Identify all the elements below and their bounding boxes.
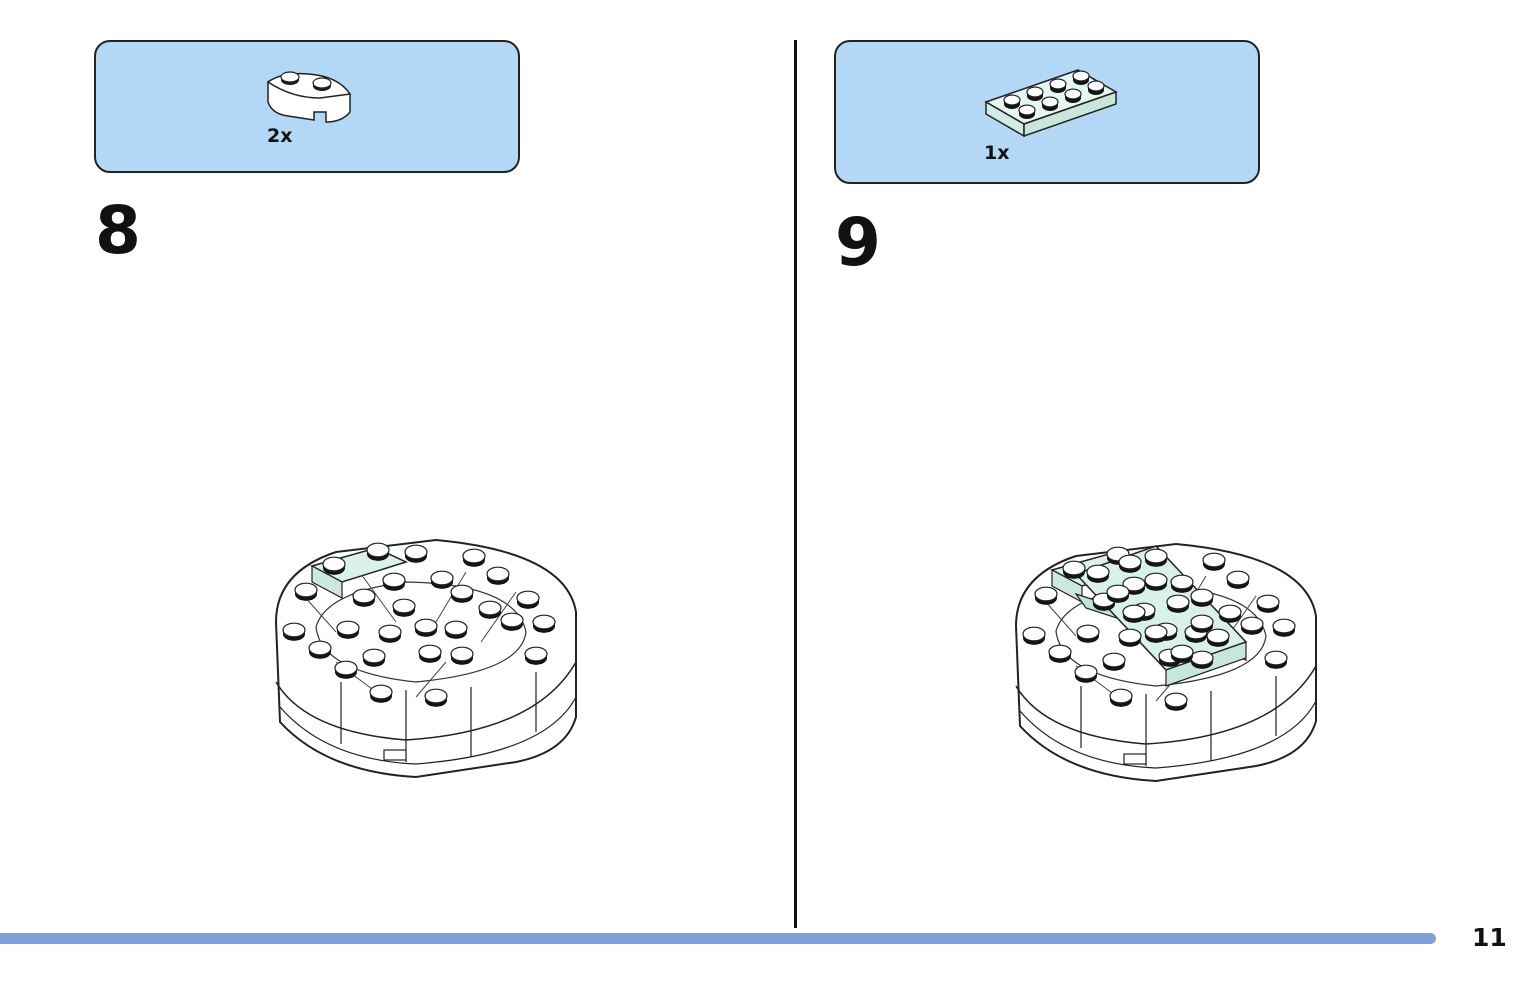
stud xyxy=(1034,586,1058,605)
stud xyxy=(1272,618,1296,637)
stud xyxy=(1226,570,1250,589)
stud xyxy=(1064,88,1082,103)
stud xyxy=(1048,644,1072,663)
stud xyxy=(1049,78,1067,93)
stud xyxy=(1190,588,1214,607)
stud xyxy=(1102,652,1126,671)
step-8-build-illustration xyxy=(274,538,577,779)
stud xyxy=(486,566,510,585)
stud xyxy=(450,646,474,665)
step-number-8: 8 xyxy=(95,192,141,269)
stud xyxy=(366,542,390,561)
stud xyxy=(404,544,428,563)
stud xyxy=(1190,650,1214,669)
stud xyxy=(1041,96,1059,111)
step-9-build-illustration xyxy=(1014,542,1317,783)
stud xyxy=(500,612,524,631)
stud xyxy=(334,660,358,679)
step-number-9: 9 xyxy=(835,204,881,281)
stud xyxy=(524,646,548,665)
stud xyxy=(392,598,416,617)
stud xyxy=(1003,94,1021,109)
stud xyxy=(308,640,332,659)
stud xyxy=(1144,572,1168,591)
stud xyxy=(516,590,540,609)
stud xyxy=(1170,644,1194,663)
stud xyxy=(1170,574,1194,593)
stud xyxy=(1164,692,1188,711)
stud xyxy=(362,648,386,667)
stud xyxy=(352,588,376,607)
page-divider xyxy=(794,40,797,928)
stud xyxy=(1144,548,1168,567)
progress-bar xyxy=(0,933,1436,944)
stud xyxy=(430,570,454,589)
stud xyxy=(1166,594,1190,613)
stud xyxy=(1076,624,1100,643)
stud xyxy=(1202,552,1226,571)
stud xyxy=(1264,650,1288,669)
stud xyxy=(1087,80,1105,95)
stud xyxy=(414,618,438,637)
stud xyxy=(1109,688,1133,707)
parts-callout-step-9: 1x xyxy=(834,40,1260,184)
stud xyxy=(1106,584,1130,603)
stud xyxy=(424,688,448,707)
part-quantity-label: 1x xyxy=(984,142,1010,164)
stud xyxy=(294,582,318,601)
stud xyxy=(1074,664,1098,683)
stud xyxy=(378,624,402,643)
stud xyxy=(1086,564,1110,583)
parts-callout-step-8: 2x xyxy=(94,40,520,173)
stud xyxy=(1218,604,1242,623)
stud xyxy=(462,548,486,567)
stud xyxy=(1018,104,1036,119)
stud xyxy=(450,584,474,603)
stud xyxy=(336,620,360,639)
stud xyxy=(382,572,406,591)
stud xyxy=(282,622,306,641)
part-quantity-label: 2x xyxy=(267,125,293,147)
stud xyxy=(1122,604,1146,623)
stud xyxy=(1072,70,1090,85)
stud xyxy=(1256,594,1280,613)
stud xyxy=(1022,626,1046,645)
stud xyxy=(1240,616,1264,635)
stud xyxy=(532,614,556,633)
stud xyxy=(1118,554,1142,573)
stud xyxy=(1092,592,1116,611)
stud xyxy=(1026,86,1044,101)
stud xyxy=(1206,628,1230,647)
stud xyxy=(418,644,442,663)
stud xyxy=(1118,628,1142,647)
stud xyxy=(478,600,502,619)
white-round-corner-brick-icon xyxy=(266,71,352,123)
stud xyxy=(369,684,393,703)
mint-2x4-plate-icon xyxy=(984,69,1118,138)
stud xyxy=(1062,560,1086,579)
stud xyxy=(1190,614,1214,633)
page-number: 11 xyxy=(1472,923,1507,952)
stud xyxy=(322,556,346,575)
stud xyxy=(1144,624,1168,643)
stud xyxy=(444,620,468,639)
